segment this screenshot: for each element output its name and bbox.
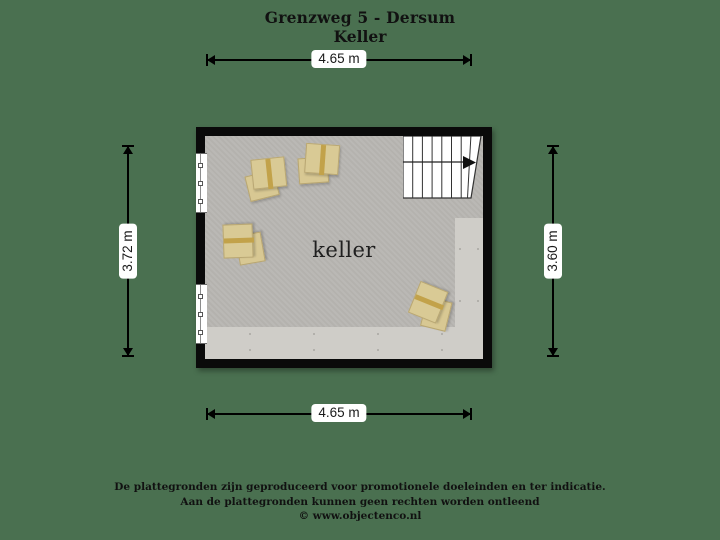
dimension-right-arrow-down-icon [548,348,558,356]
box-tape [265,158,274,190]
window-mullion-square [198,181,203,186]
window-mullion-square [198,199,203,204]
dimension-right-label: 3.60 m [544,223,562,279]
window-mullion-square [198,312,203,317]
dimension-bottom-arrow-right-icon [463,409,471,419]
staircase [403,136,483,199]
box-body [250,156,288,190]
window-lower-left [196,284,207,344]
dimension-bottom-cap-right [470,408,472,420]
dimension-left: 3.72 m [119,145,137,357]
dimension-bottom: 4.65 m [206,404,472,422]
dimension-left-arrow-up-icon [123,146,133,154]
floor-surface: keller [196,136,483,359]
dimension-bottom-label: 4.65 m [311,404,367,422]
window-mullion-square [198,294,203,299]
footer-line-3: © www.objectenco.nl [298,510,422,522]
dimension-left-arrow-down-icon [123,348,133,356]
floor-band-bottom [205,327,483,359]
dimension-right-arrow-up-icon [548,146,558,154]
box-tape [414,294,445,311]
cardboard-box-4 [407,280,453,332]
staircase-icon [403,136,482,199]
footer-line-1: De plattegronden zijn geproduceerd voor … [114,481,606,493]
dimension-left-cap-bottom [122,355,134,357]
floor-plan: keller [196,127,492,368]
footer-disclaimer: De plattegronden zijn geproduceerd voor … [0,480,720,524]
dimension-left-label: 3.72 m [119,223,137,279]
dimension-top: 4.65 m [206,50,472,68]
title-block: Grenzweg 5 - Dersum Keller [0,8,720,46]
dimension-bottom-arrow-left-icon [207,409,215,419]
room-label-keller: keller [312,238,376,262]
dimension-right: 3.60 m [544,145,562,357]
dimension-right-cap-bottom [547,355,559,357]
window-upper-left [196,153,207,213]
box-body [304,142,341,176]
dimension-top-arrow-right-icon [463,55,471,65]
window-mullion-square [198,163,203,168]
cardboard-box-1 [244,156,288,203]
dimension-top-cap-right [470,54,472,66]
cardboard-box-2 [297,142,341,185]
dimension-top-arrow-left-icon [207,55,215,65]
page-title: Grenzweg 5 - Dersum [264,8,456,27]
dimension-top-label: 4.65 m [311,50,367,68]
page-subtitle: Keller [333,27,387,46]
box-tape [319,144,327,176]
floor-band-right [455,218,483,359]
window-mullion-square [198,330,203,335]
footer-line-2: Aan de plattegronden kunnen geen rechten… [180,495,540,508]
